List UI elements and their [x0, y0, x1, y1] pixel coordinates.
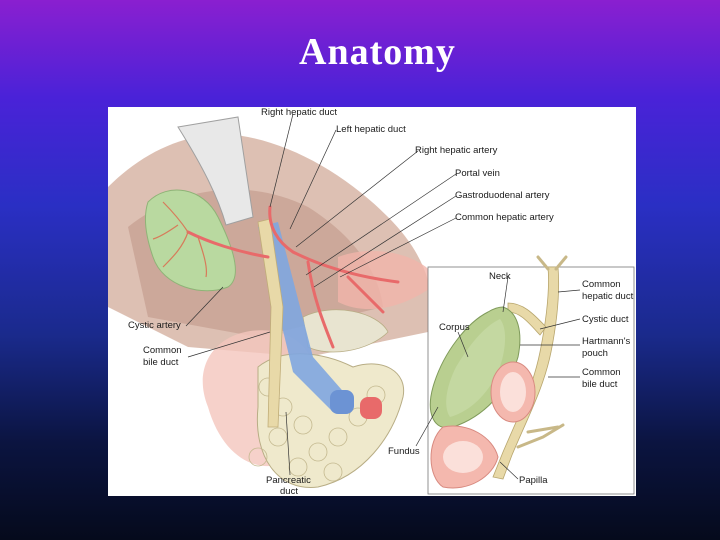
label-hartmanns-pouch-1: Hartmann's — [582, 336, 631, 347]
label-inset-common-bile-duct-1: Common — [582, 367, 621, 378]
label-common-bile-duct-2: bile duct — [143, 357, 179, 368]
label-right-hepatic-artery: Right hepatic artery — [415, 145, 498, 156]
label-cystic-artery: Cystic artery — [128, 320, 181, 331]
inset-gallbladder-inner — [446, 319, 506, 417]
label-neck: Neck — [489, 271, 511, 282]
anatomy-illustration: Right hepatic duct Left hepatic duct Rig… — [108, 107, 635, 496]
label-hartmanns-pouch-2: pouch — [582, 348, 608, 359]
label-right-hepatic-duct: Right hepatic duct — [261, 107, 337, 118]
artery-stump — [360, 397, 382, 419]
label-common-hepatic-duct-2: hepatic duct — [582, 291, 634, 302]
gallbladder-shape — [145, 189, 236, 292]
label-fundus: Fundus — [388, 446, 420, 457]
inset-cystic-duct — [507, 302, 547, 336]
label-cystic-duct: Cystic duct — [582, 314, 629, 325]
label-common-bile-duct-1: Common — [143, 345, 182, 356]
portal-vein-stump — [330, 390, 354, 414]
cystic-artery — [186, 230, 270, 259]
label-papilla: Papilla — [519, 475, 548, 486]
label-common-hepatic-artery: Common hepatic artery — [455, 212, 554, 223]
anatomy-figure: Right hepatic duct Left hepatic duct Rig… — [108, 107, 636, 496]
pancreas-shape — [256, 353, 405, 488]
portal-vein — [258, 222, 348, 412]
label-pancreatic-duct-2: duct — [280, 486, 298, 496]
label-gastroduodenal-artery: Gastroduodenal artery — [455, 190, 550, 201]
common-hepatic-artery — [291, 250, 400, 284]
label-corpus: Corpus — [439, 322, 470, 333]
label-inset-common-bile-duct-2: bile duct — [582, 379, 618, 390]
slide-title: Anatomy — [299, 31, 456, 73]
label-pancreatic-duct-1: Pancreatic — [266, 475, 311, 486]
label-portal-vein: Portal vein — [455, 168, 500, 179]
label-common-hepatic-duct-1: Common — [582, 279, 621, 290]
label-left-hepatic-duct: Left hepatic duct — [336, 124, 406, 135]
retractor-shape — [177, 116, 254, 226]
right-hepatic-artery — [268, 205, 295, 254]
artery-branch — [346, 275, 385, 314]
